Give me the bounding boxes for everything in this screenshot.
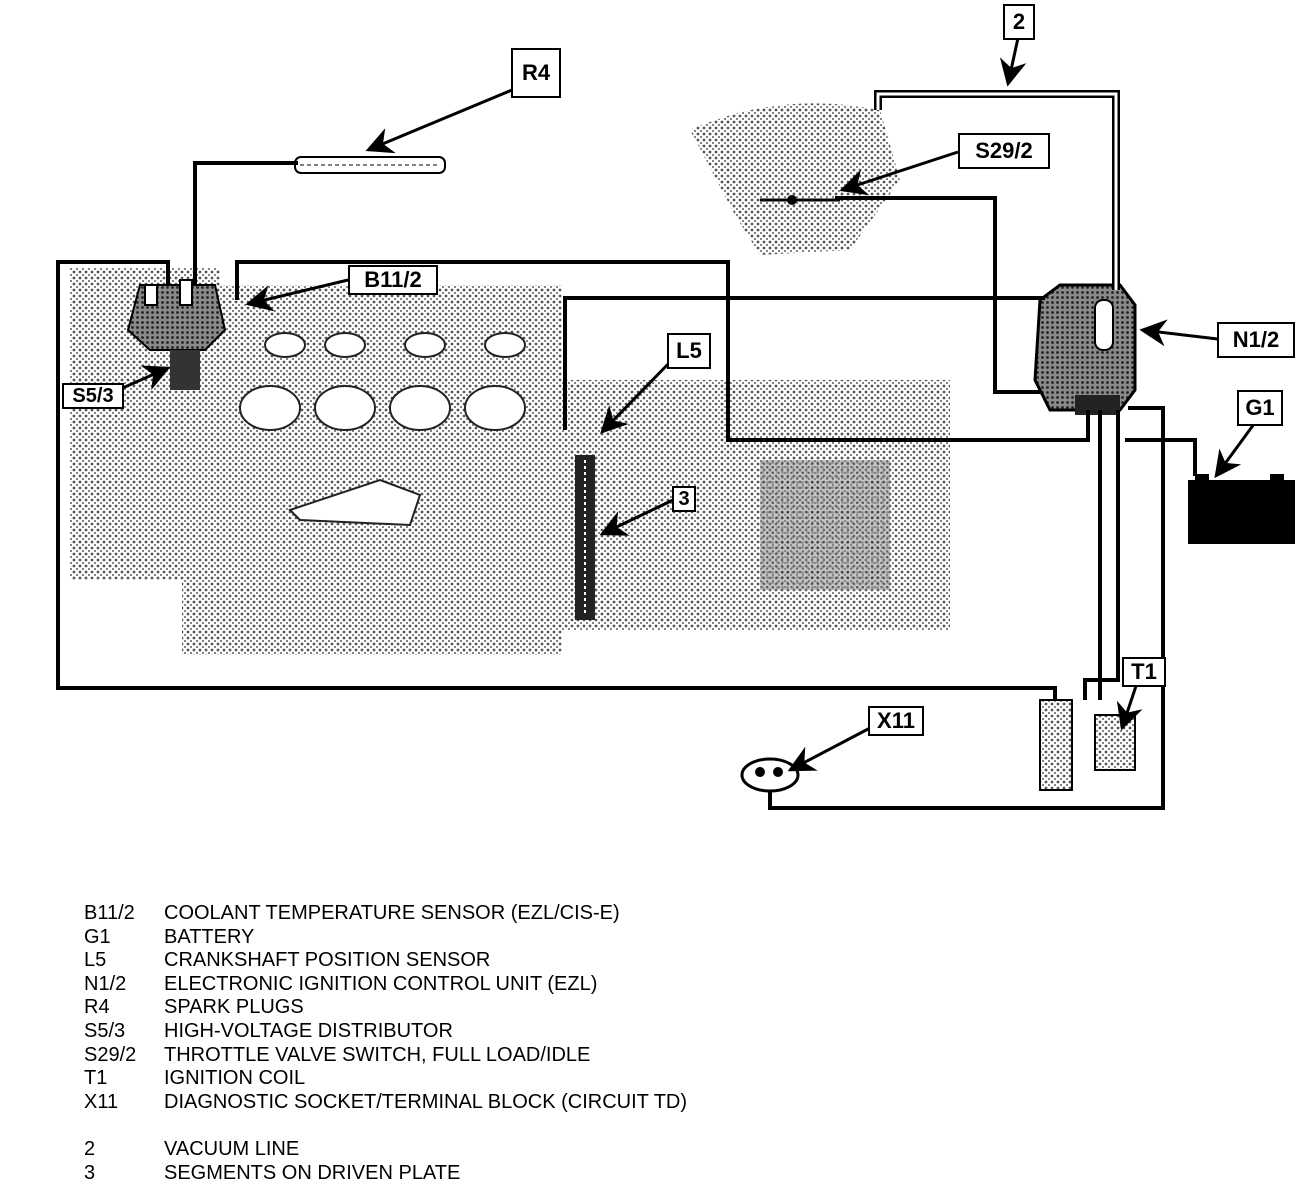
- legend-code: G1: [84, 925, 111, 948]
- legend-row: L5 CRANKSHAFT POSITION SENSOR: [84, 949, 784, 973]
- callout-vacuum-line: 2: [1003, 4, 1035, 40]
- callout-s29-2: S29/2: [958, 133, 1050, 169]
- diagnostic-socket-illustration: [740, 757, 800, 793]
- engine-block-illustration: [70, 268, 950, 655]
- legend-code: T1: [84, 1067, 108, 1090]
- legend-description: ELECTRONIC IGNITION CONTROL UNIT (EZL): [164, 972, 598, 995]
- wiring: [56, 161, 1197, 810]
- ignition-control-unit-illustration: [1033, 283, 1137, 415]
- callout-arrows: [117, 37, 1256, 772]
- vacuum-line: [874, 90, 1120, 290]
- legend-row: B11/2 COOLANT TEMPERATURE SENSOR (EZL/CI…: [84, 902, 784, 926]
- legend-row: X11 DIAGNOSTIC SOCKET/TERMINAL BLOCK (CI…: [84, 1091, 784, 1138]
- legend-description: HIGH-VOLTAGE DISTRIBUTOR: [164, 1019, 453, 1042]
- callout-s5-3: S5/3: [62, 383, 124, 409]
- legend-description: COOLANT TEMPERATURE SENSOR (EZL/CIS-E): [164, 902, 620, 924]
- callout-l5: L5: [667, 333, 711, 369]
- distributor-illustration: [126, 279, 227, 390]
- callout-n1-2: N1/2: [1217, 322, 1295, 358]
- legend-row: N1/2 ELECTRONIC IGNITION CONTROL UNIT (E…: [84, 973, 784, 997]
- legend-row: T1 IGNITION COIL: [84, 1067, 784, 1091]
- callout-g1: G1: [1237, 390, 1283, 426]
- callout-x11: X11: [868, 706, 924, 736]
- legend-description: VACUUM LINE: [164, 1137, 300, 1160]
- wiring-diagram: [56, 37, 1295, 810]
- callout-r4: R4: [511, 48, 561, 98]
- legend-code: N1/2: [84, 972, 127, 995]
- legend-description: DIAGNOSTIC SOCKET/TERMINAL BLOCK (CIRCUI…: [164, 1090, 688, 1113]
- legend-code: S29/2: [84, 1043, 137, 1066]
- legend-description: SPARK PLUGS: [164, 996, 304, 1019]
- legend-code: 3: [84, 1161, 96, 1184]
- legend-code: 2: [84, 1137, 96, 1160]
- legend-row: 3 SEGMENTS ON DRIVEN PLATE: [84, 1162, 784, 1186]
- callout-t1: T1: [1122, 657, 1166, 687]
- legend: B11/2 COOLANT TEMPERATURE SENSOR (EZL/CI…: [84, 902, 784, 1185]
- legend-code: S5/3: [84, 1019, 126, 1042]
- legend-code: R4: [84, 996, 110, 1019]
- legend-row: R4 SPARK PLUGS: [84, 996, 784, 1020]
- legend-row: S5/3 HIGH-VOLTAGE DISTRIBUTOR: [84, 1020, 784, 1044]
- legend-description: IGNITION COIL: [164, 1067, 306, 1090]
- battery-illustration: [1188, 474, 1295, 544]
- legend-description: THROTTLE VALVE SWITCH, FULL LOAD/IDLE: [164, 1043, 591, 1066]
- legend-description: SEGMENTS ON DRIVEN PLATE: [164, 1161, 461, 1184]
- throttle-body-illustration: [690, 103, 900, 255]
- legend-row: 2 VACUUM LINE: [84, 1138, 784, 1162]
- legend-row: S29/2 THROTTLE VALVE SWITCH, FULL LOAD/I…: [84, 1044, 784, 1068]
- ignition-coil-illustration: [1039, 699, 1136, 791]
- legend-row: G1 BATTERY: [84, 926, 784, 950]
- legend-description: CRANKSHAFT POSITION SENSOR: [164, 949, 491, 972]
- callout-b11-2: B11/2: [348, 265, 438, 295]
- legend-code: L5: [84, 949, 107, 972]
- legend-code: X11: [84, 1090, 119, 1113]
- callout-segments-3: 3: [672, 486, 696, 512]
- legend-description: BATTERY: [164, 925, 255, 948]
- spark-plug-illustration: [294, 156, 446, 174]
- legend-code: B11/2: [84, 902, 135, 924]
